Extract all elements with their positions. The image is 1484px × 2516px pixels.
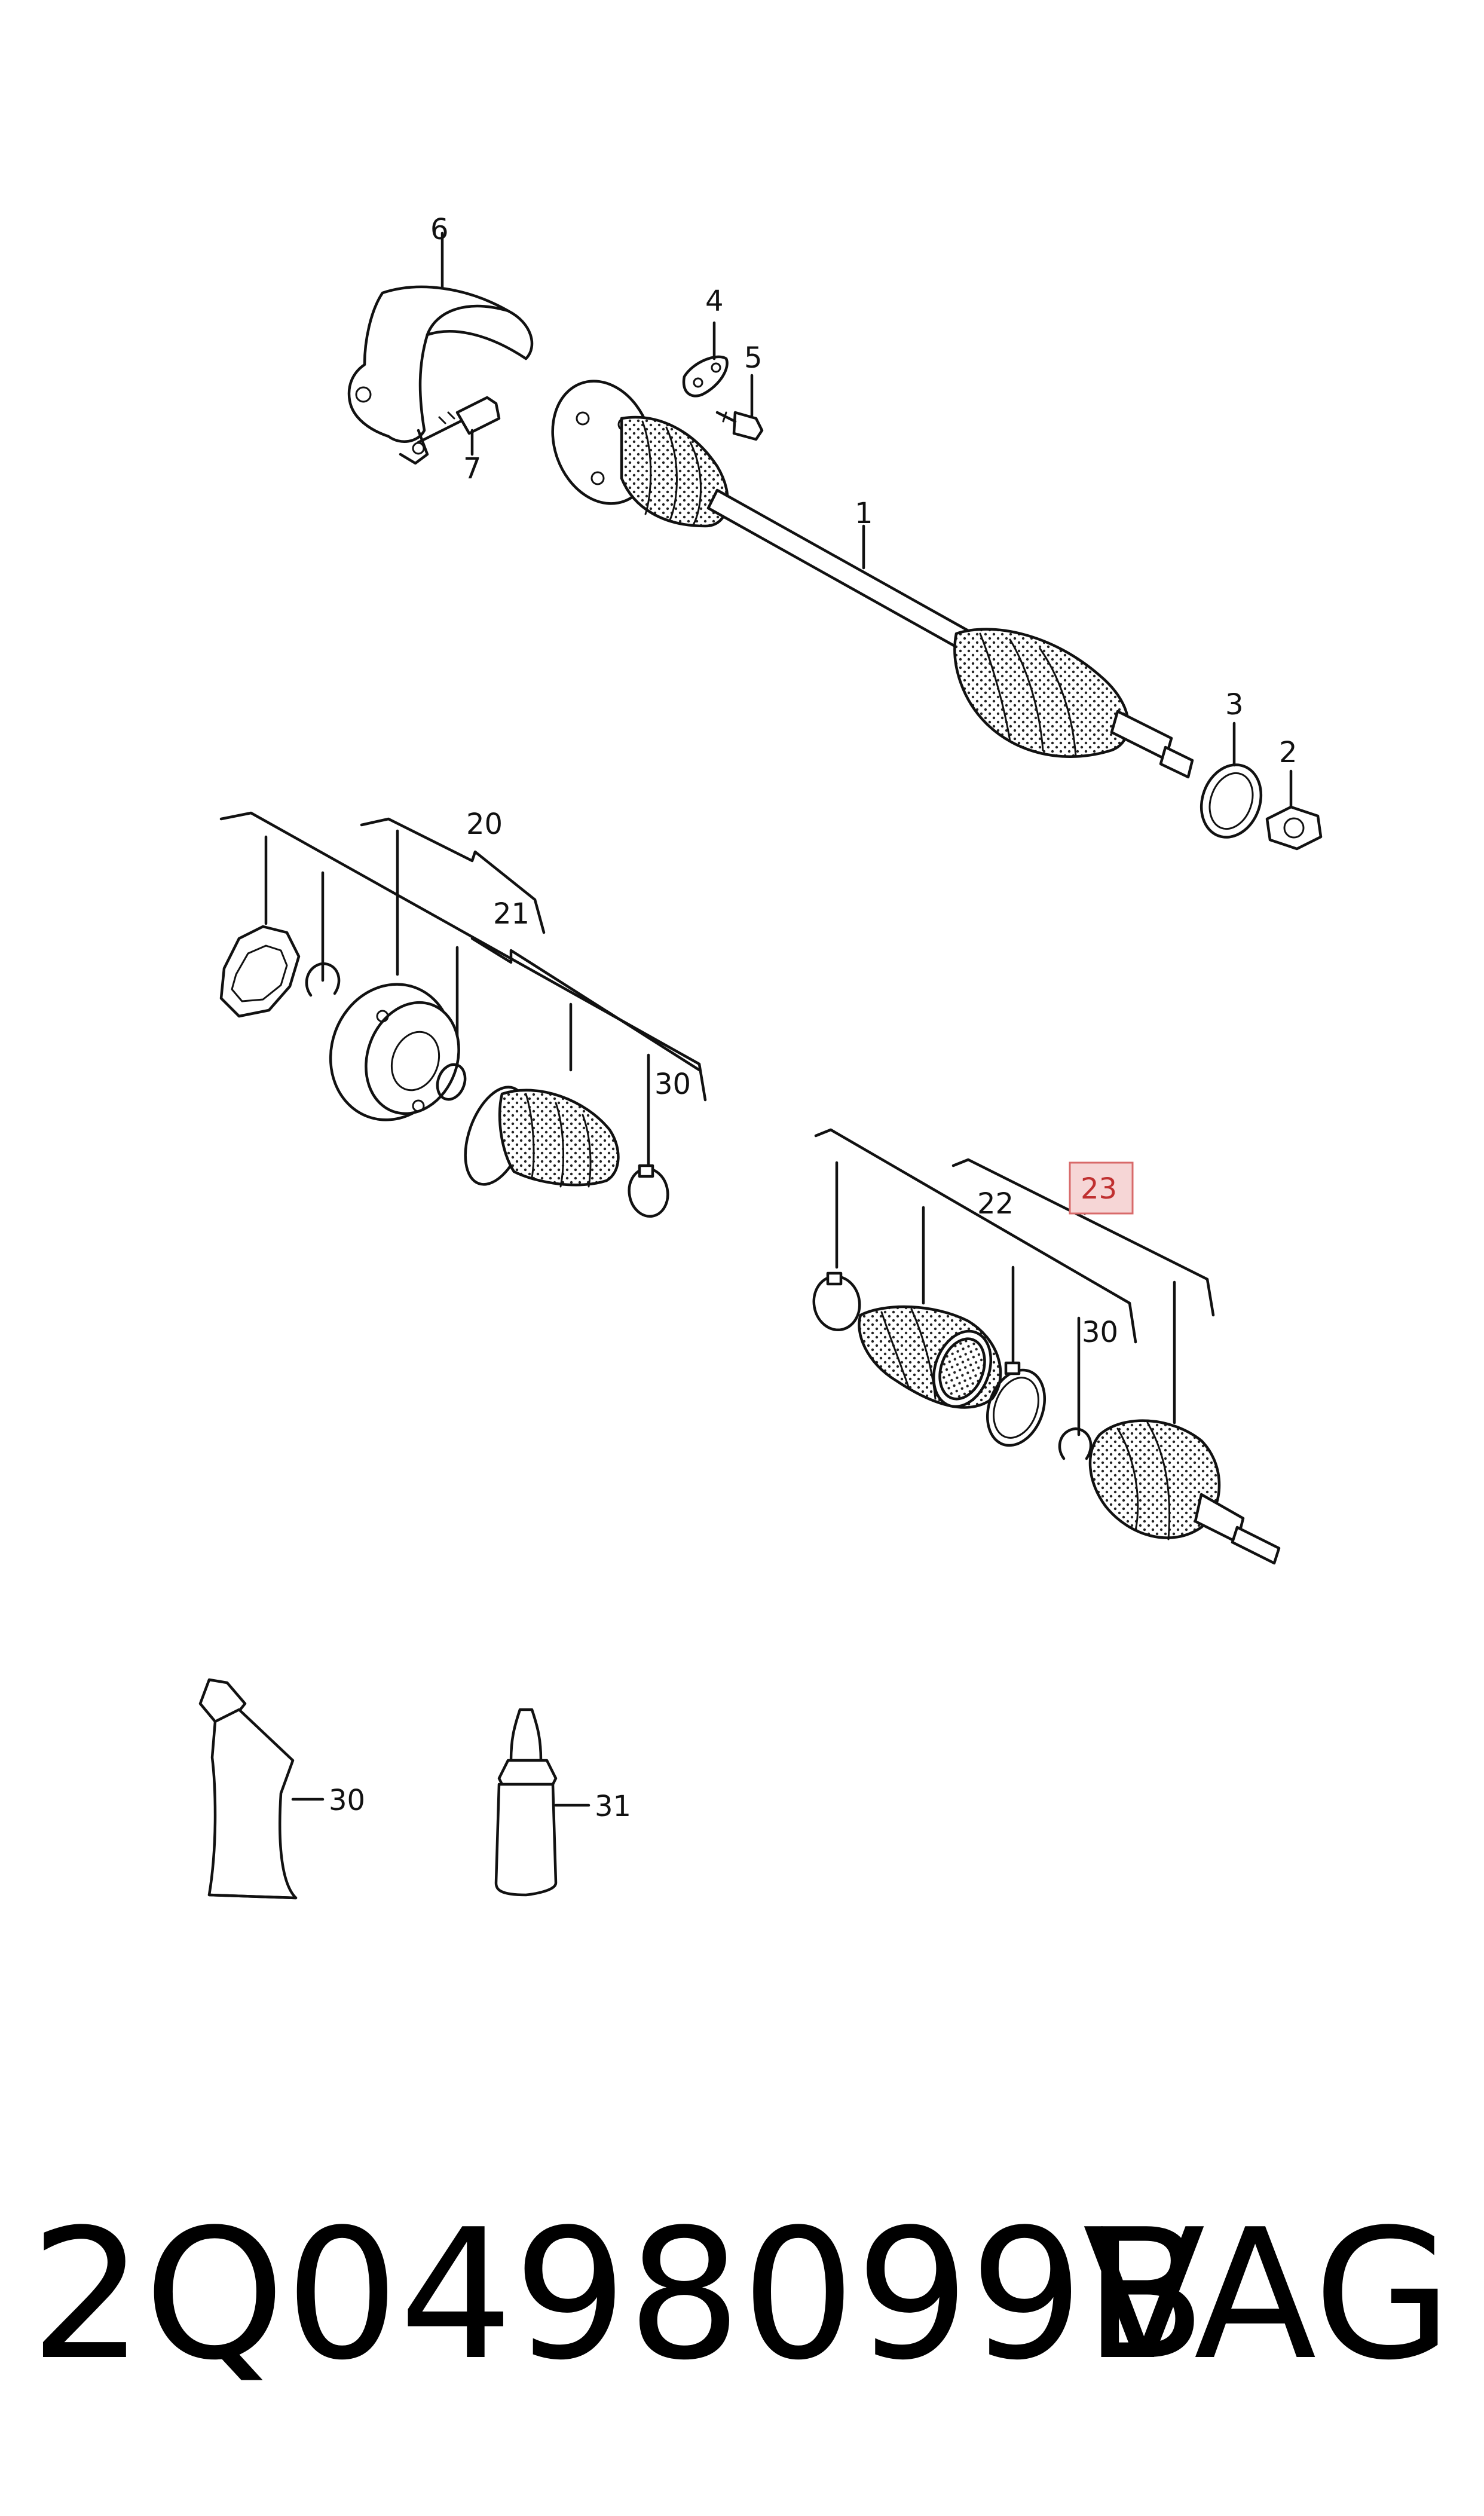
seal-ring-part [1200,722,1263,839]
callout-3: 3 [1225,688,1244,722]
outer-joint-kit [812,1128,1281,1565]
callout-31: 31 [595,1790,631,1823]
callout-20: 20 [466,808,503,841]
sealant-bottle-part [494,1708,590,1897]
callout-1: 1 [855,497,873,530]
callout-5: 5 [744,341,763,375]
inner-joint-kit [219,811,707,1218]
callout-30-inner-kit: 30 [654,1068,691,1101]
callout-22: 22 [977,1187,1014,1221]
part-number: 2Q0498099B [30,2191,1207,2399]
heat-shield-part [347,231,534,465]
callout-7: 7 [463,452,482,485]
callout-4: 4 [705,285,724,318]
lock-plate-part [682,321,729,398]
screw-part [715,374,764,441]
callout-21: 21 [493,897,530,931]
callout-23: 23 [1081,1172,1117,1206]
drive-shaft-part [551,380,1194,779]
grease-tube-part [198,1678,325,1900]
callout-2: 2 [1279,736,1298,769]
bolt-part [417,396,501,456]
callout-6: 6 [430,213,449,246]
callout-23-highlight [1069,1161,1134,1215]
nut-part [1265,769,1323,851]
brand-name: VAG [1082,2191,1452,2399]
callout-30-outer-kit: 30 [1082,1316,1118,1349]
footer: 2Q0498099B VAG [30,2188,1452,2403]
callout-30-grease: 30 [329,1784,365,1817]
